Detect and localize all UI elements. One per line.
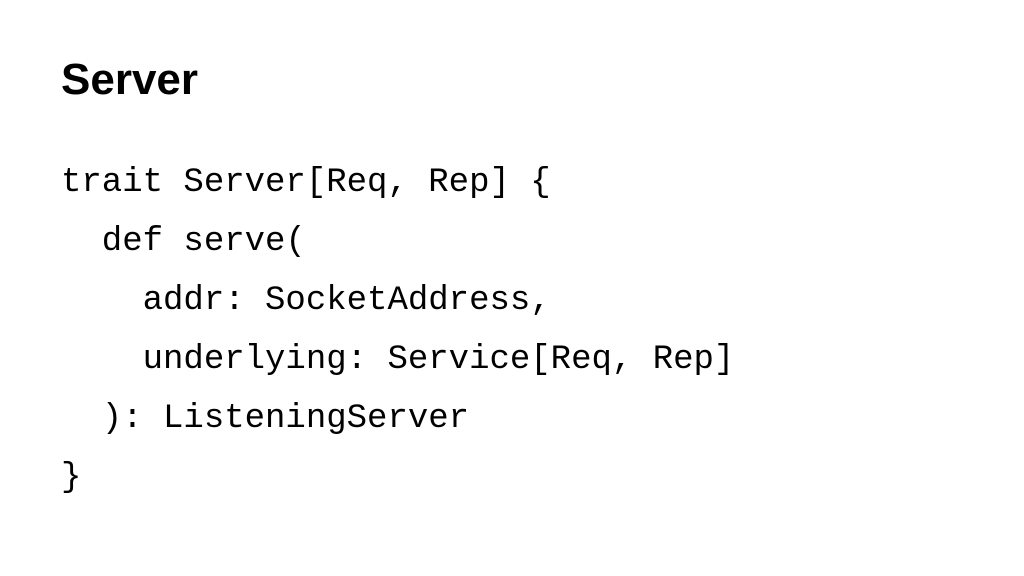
code-line-1: trait Server[Req, Rep] { (61, 164, 551, 202)
code-line-3: addr: SocketAddress, (61, 282, 551, 320)
slide-title: Server (61, 55, 199, 104)
code-line-6: } (61, 459, 82, 497)
code-line-4: underlying: Service[Req, Rep] (61, 341, 735, 379)
code-line-5: ): ListeningServer (61, 400, 470, 438)
code-line-2: def serve( (61, 223, 306, 261)
code-block: trait Server[Req, Rep] { def serve( addr… (61, 154, 734, 508)
